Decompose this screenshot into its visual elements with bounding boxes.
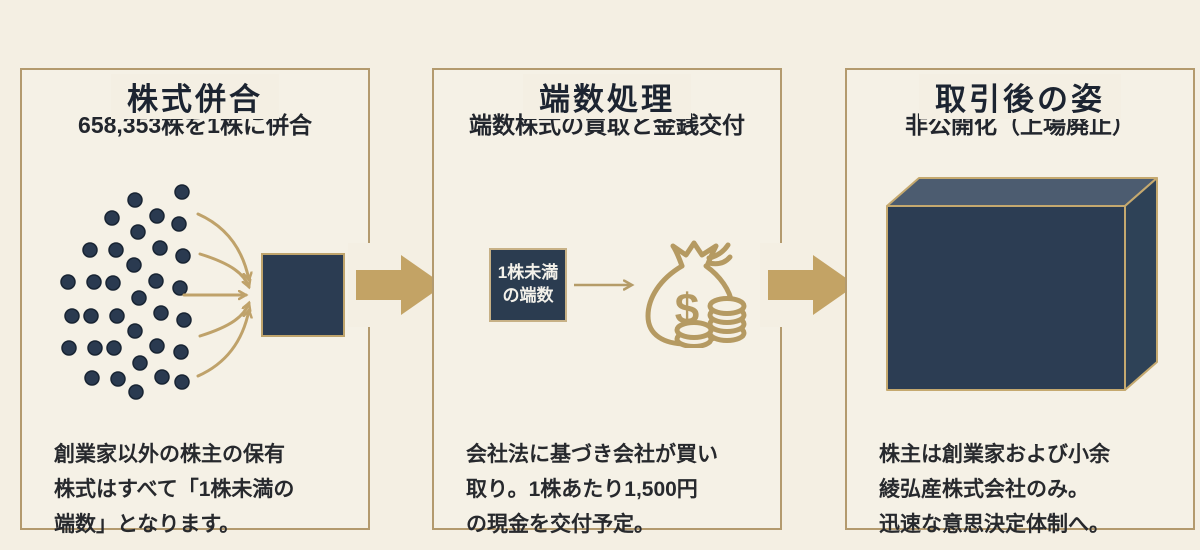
- panel-post-transaction: 取引後の姿 非公開化（上場廃止） 株主は創業家および小余 綾弘産株式会社のみ。 …: [845, 68, 1195, 536]
- coin-stack-icon: [674, 296, 747, 348]
- money-bag-icon: $: [640, 236, 752, 348]
- body-line: 取り。1株あたり1,500円: [466, 478, 698, 501]
- panel-fraction-processing: 端数処理 端数株式の買取と金銭交付 1株未満 の端数: [432, 68, 782, 536]
- converging-arrows-icon: [182, 212, 249, 378]
- body-line: 株主は創業家および小余: [879, 443, 1110, 466]
- panel-title: 株式併合: [111, 73, 279, 119]
- fraction-chip-label: の端数: [502, 286, 554, 305]
- panel-share-consolidation: 株式併合 658,353株を1株に併合: [20, 68, 370, 536]
- panel-body: 創業家以外の株主の保有 株式はすべて「1株未満の 端数」となります。: [54, 437, 356, 542]
- body-line: 会社法に基づき会社が買い: [466, 443, 718, 466]
- panel-body: 株主は創業家および小余 綾弘産株式会社のみ。 迅速な意思決定体制へ。: [879, 437, 1181, 542]
- body-line: 綾弘産株式会社のみ。: [879, 478, 1089, 501]
- panel-title: 端数処理: [523, 73, 691, 119]
- consolidated-share-square: [261, 253, 345, 337]
- chip-to-bag-arrow-icon: [570, 248, 646, 322]
- fraction-chip-label: 1株未満: [497, 263, 559, 283]
- shareholder-dots-icon: [60, 184, 192, 400]
- panel-title: 取引後の姿: [919, 73, 1121, 119]
- body-line: 迅速な意思決定体制へ。: [879, 513, 1110, 536]
- body-line: 端数」となります。: [54, 513, 241, 536]
- company-cube-icon: [857, 170, 1183, 410]
- body-line: 創業家以外の株主の保有: [54, 443, 285, 466]
- panel-body: 会社法に基づき会社が買い 取り。1株あたり1,500円 の現金を交付予定。: [466, 437, 768, 542]
- fraction-chip: 1株未満 の端数: [489, 248, 567, 322]
- body-line: 株式はすべて「1株未満の: [54, 478, 295, 501]
- fraction-buyback-graphic: 1株未満 の端数: [444, 170, 770, 410]
- dots-converging-to-square-icon: [32, 170, 358, 410]
- body-line: の現金を交付予定。: [466, 513, 655, 536]
